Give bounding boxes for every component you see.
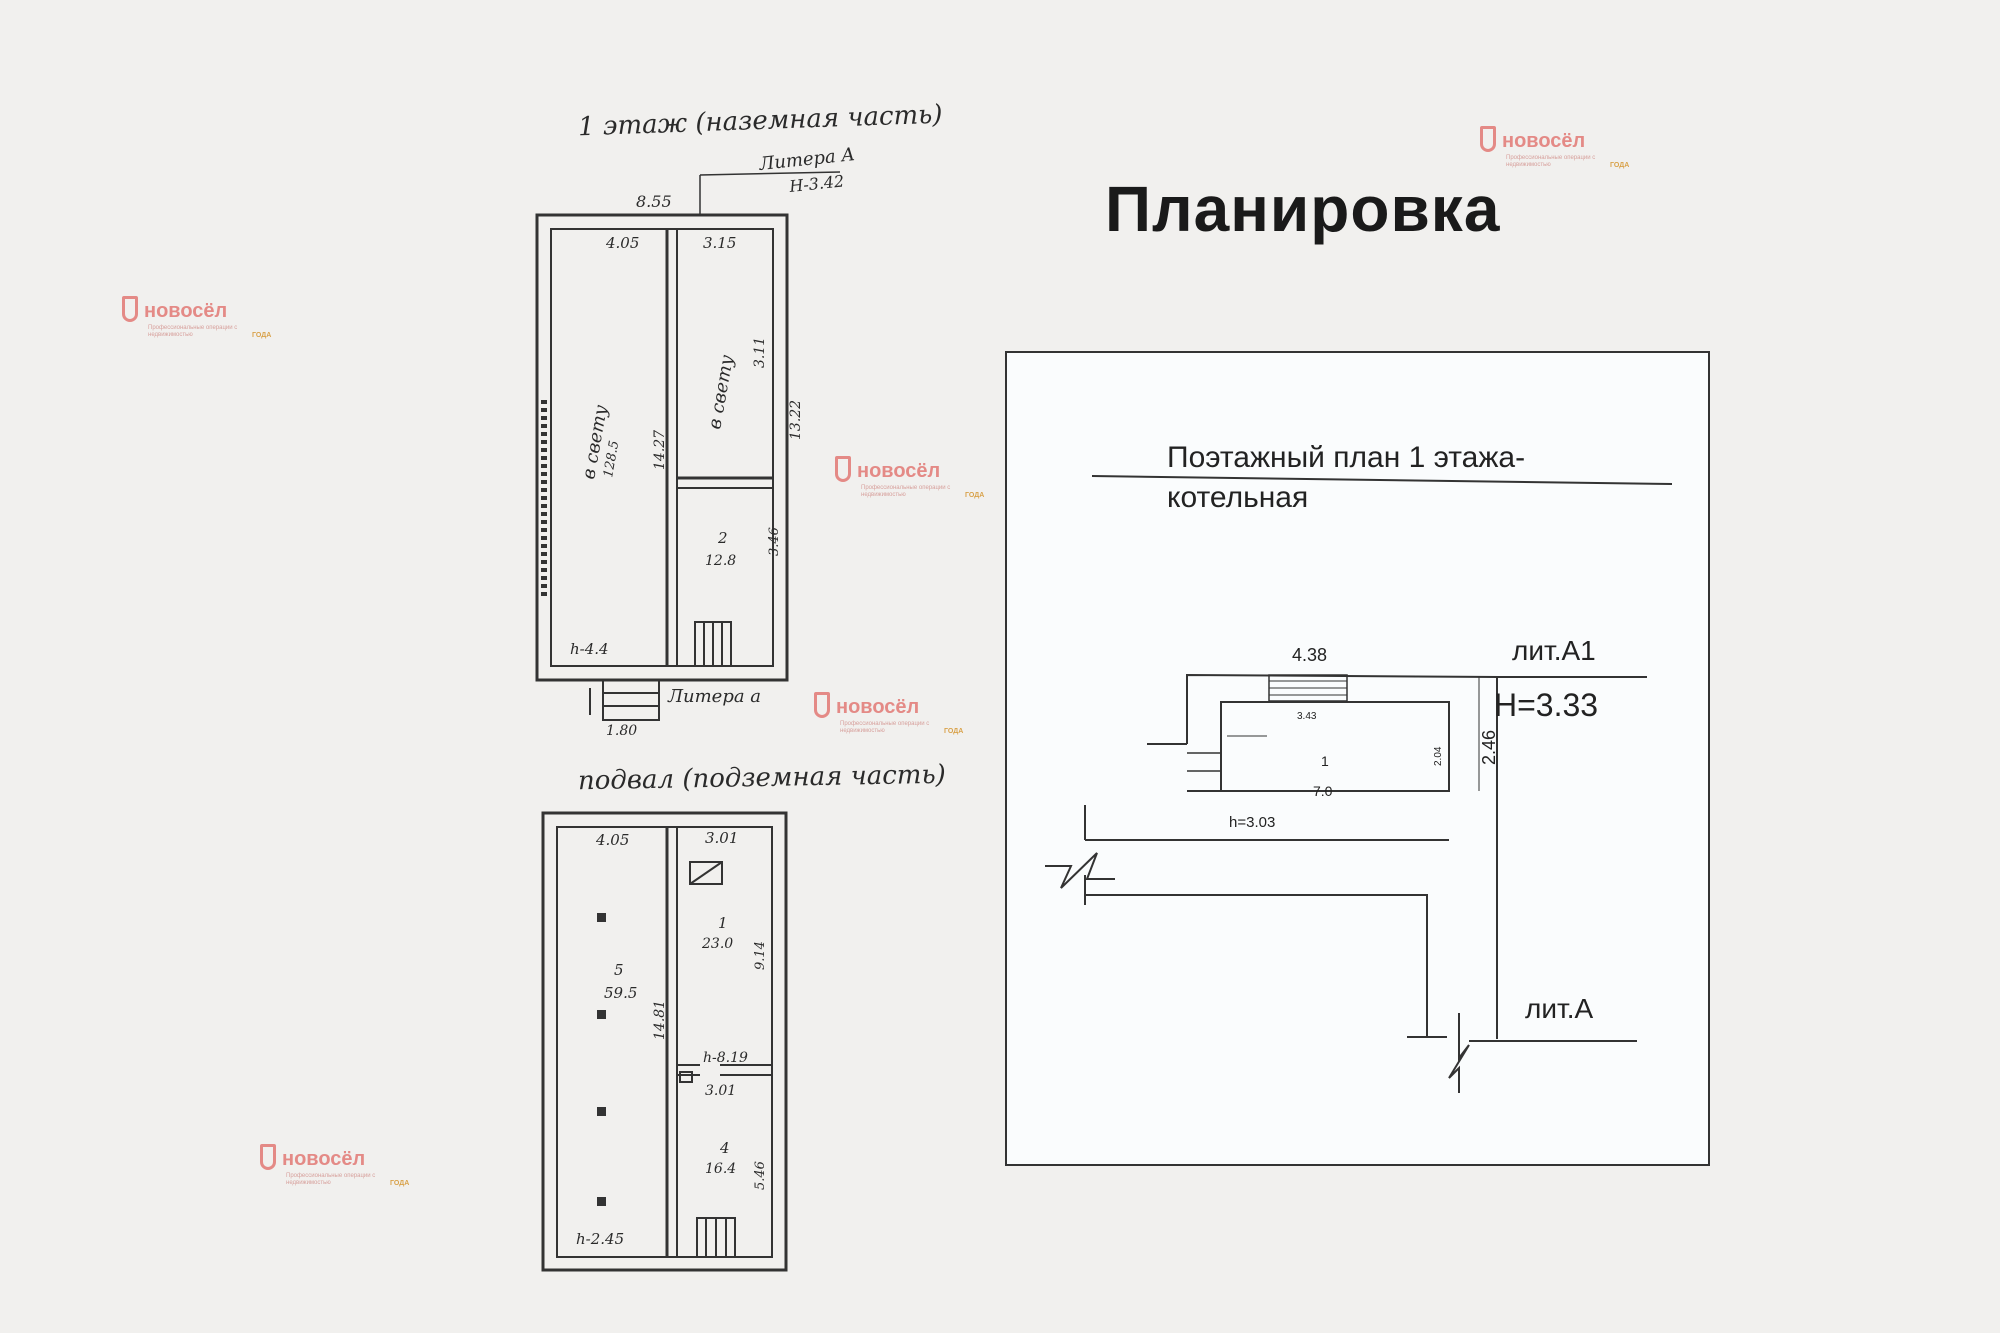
watermark-year: ГОДА [965,492,985,499]
floor1-porch [602,679,660,721]
boiler-plan-title-line2: котельная [1167,481,1309,514]
watermark-logo-icon [122,296,138,322]
boiler-room-num: 1 [1321,753,1329,769]
boiler-plan-sheet: Поэтажный план 1 этажа- котельная [1005,351,1710,1166]
floor1-outer-wall [535,213,789,682]
pillar [597,1010,606,1019]
watermark-year: ГОДА [390,1180,410,1187]
watermark-subtitle: Профессиональные операции с недвижимость… [286,1173,376,1186]
porch-width: 1.80 [606,723,637,739]
litera-a1: лит.А1 [1512,635,1596,666]
litera-top: Литера А [757,144,856,175]
room-right-top-dim: 3.11 [752,337,768,368]
basement-height: h-2.45 [576,1230,624,1248]
boiler-room-area: 7.0 [1313,783,1333,799]
watermark-brand: новосёл [144,300,228,322]
width-total: 8.55 [636,192,672,211]
basement-inner-wall [556,826,773,1258]
room-right-bottom-dim: 3.46 [767,527,782,556]
watermark-brand: новосёл [1502,130,1586,152]
boiler-plan-title-line1: Поэтажный план 1 этажа- [1167,441,1526,474]
room1-area: 23.0 [701,936,733,952]
watermark-logo-icon [814,692,830,718]
watermark-year: ГОДА [1610,162,1630,169]
watermark-logo-icon [260,1144,276,1170]
room4-area: 16.4 [705,1161,736,1177]
break-symbol-left [1045,852,1115,889]
watermark: новосёл Профессиональные операции с недв… [812,688,982,748]
room1-num: 1 [718,914,728,932]
floor1-inner-wall [550,228,774,667]
watermark: новосёл Профессиональные операции с недв… [120,292,290,352]
room-right-bottom-area: 12.8 [705,553,736,569]
break-symbol-right [1448,1013,1470,1093]
height-top: Н-3.42 [787,171,845,196]
watermark-brand: новосёл [857,460,941,482]
side-dim: 2.46 [1479,729,1499,765]
watermark-year: ГОДА [252,332,272,339]
boiler-inner-width: 3.43 [1297,711,1317,722]
watermark-brand: новосёл [836,696,920,718]
room-left-width: 4.05 [605,234,639,252]
room-left-length: 14.27 [652,430,668,470]
height-big: Н=3.33 [1494,687,1599,723]
room-right-top-label: в свету [704,353,738,431]
watermark-subtitle: Профессиональные операции с недвижимость… [840,721,930,734]
watermark-brand: новосёл [282,1148,366,1170]
watermark-logo-icon [1480,126,1496,152]
boiler-room [1220,701,1450,792]
room4-num: 4 [719,1139,730,1157]
building-a-outline [1085,894,1428,1037]
watermark-logo-icon [835,456,851,482]
watermark-subtitle: Профессиональные операции с недвижимость… [861,485,951,498]
watermark: новосёл Профессиональные операции с недв… [258,1140,428,1200]
room1-dim: 9.14 [753,941,768,970]
watermark-year: ГОДА [944,728,964,735]
boiler-outer-wall [1186,673,1498,1039]
room5-num: 5 [614,961,624,979]
boiler-plan-drawing [1045,475,1673,1093]
watermark: новосёл Профессиональные операции с недв… [1478,122,1648,182]
basement-right-width: 3.01 [705,829,738,847]
room5-area: 59.5 [604,984,637,1002]
basement-outer-wall [541,811,788,1272]
basement-dim-mid2: 3.01 [705,1083,736,1099]
watermark: новосёл Профессиональные операции с недв… [833,452,1003,512]
basement-dim-mid: h-8.19 [703,1050,748,1066]
length-total: 13.22 [788,400,804,440]
inner-side-dim: 2.04 [1433,746,1444,766]
room-right-width: 3.15 [703,234,736,252]
boiler-width: 4.38 [1292,645,1328,665]
watermark-subtitle: Профессиональные операции с недвижимость… [148,325,238,338]
boiler-room-height: h=3.03 [1229,814,1276,831]
pillar [597,1197,606,1206]
watermark-subtitle: Профессиональные операции с недвижимость… [1506,155,1596,168]
litera-a: лит.А [1525,993,1594,1024]
room4-dim: 5.46 [753,1161,768,1190]
height-bottom: h-4.4 [570,640,609,658]
litera-bottom: Литера а [667,686,761,707]
room-left-area: 128.5 [601,439,622,478]
room-right-bottom-num: 2 [717,529,728,547]
page-title: Планировка [1105,173,1501,245]
basement-left-width: 4.05 [595,831,629,849]
pillar [597,1107,606,1116]
pillar [597,913,606,922]
basement-length: 14.81 [652,1000,668,1040]
